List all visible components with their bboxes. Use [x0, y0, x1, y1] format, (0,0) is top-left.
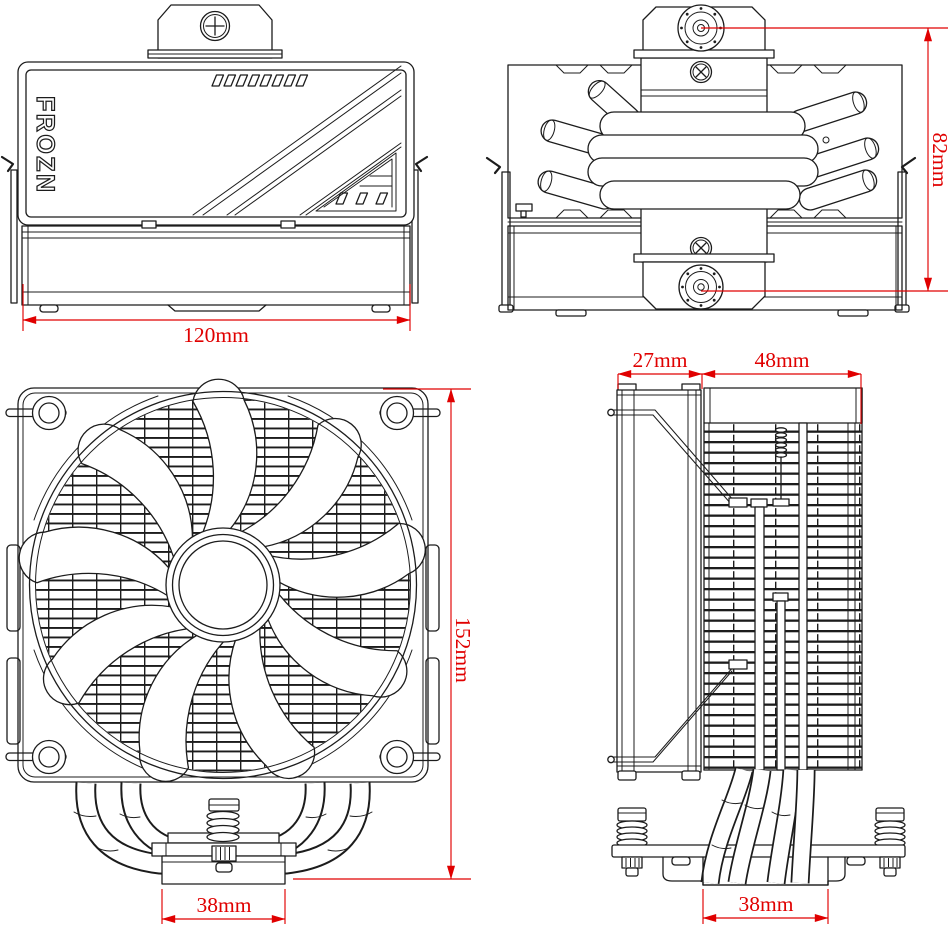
fan-top-body: FROZN: [17, 61, 415, 226]
fan-hub: [165, 527, 281, 643]
pipe-channel: [776, 600, 786, 771]
base-block-side: [702, 856, 829, 886]
base-support: [662, 856, 866, 886]
dimension-120mm: 120mm: [22, 284, 411, 347]
bracket-nut-right: [879, 856, 901, 877]
mounting-bar: [611, 844, 906, 858]
body-tab: [280, 220, 296, 229]
side-view: 27mm 48mm 38mm: [607, 348, 906, 924]
front-view: 152mm 38mm: [5, 367, 475, 924]
frozn-logo: FROZN: [31, 96, 59, 195]
dimension-82mm: 82mm: [701, 27, 951, 292]
heatsink-fin-stack: [703, 387, 863, 771]
fan-clip-bottom: [607, 659, 748, 764]
fan-bore-ring: [28, 390, 418, 780]
dimension-label-heatsink-depth: 48mm: [755, 348, 810, 372]
dimension-label-base-width: 38mm: [197, 893, 252, 917]
dimension-label-base-width: 38mm: [739, 892, 794, 916]
pipe-channel-cap: [750, 498, 768, 508]
top-view: FROZN 120mm: [0, 4, 429, 347]
plate-stub: [520, 210, 527, 218]
phillips-screw-icon: [689, 60, 713, 84]
dimension-48mm: 48mm: [701, 348, 862, 424]
plate-stub: [515, 203, 533, 212]
mounting-bracket-bottom: [633, 253, 775, 310]
body-tab: [141, 220, 157, 229]
pipe-segment-marks: [73, 811, 373, 852]
dimension-label-width: 120mm: [183, 323, 249, 347]
phillips-screw-icon: [689, 236, 713, 260]
pipe-channel: [798, 422, 808, 771]
dimension-label-fan-depth: 27mm: [633, 348, 688, 372]
cooler-base: [151, 798, 297, 885]
heatsink-top-block: [21, 225, 411, 313]
phillips-screw-icon: [199, 10, 231, 42]
bracket-nut-left: [621, 856, 643, 877]
fan-clip-left: [485, 156, 514, 313]
spring-screw: [206, 798, 240, 843]
fan-clip-right: [411, 155, 429, 304]
fan-clip-left: [0, 155, 18, 304]
pipe-channel: [754, 506, 765, 771]
mounting-bracket-top: [147, 4, 283, 59]
spring-screw-left: [616, 807, 648, 848]
fan-corner-screws: [31, 395, 415, 775]
dimension-152mm: 152mm: [293, 388, 475, 880]
dimension-38mm-side: 38mm: [702, 889, 829, 924]
heat-pipe-loops: [587, 111, 819, 210]
heat-pipes-side: [700, 767, 816, 885]
fan-clip-top: [607, 408, 748, 508]
dimension-label-height: 152mm: [451, 617, 475, 683]
fan-clip-right: [894, 156, 917, 313]
base-screw-nut: [211, 845, 237, 873]
fan-side-tabs: [6, 544, 440, 745]
heatsink-top-plate: [703, 387, 863, 424]
fan-bore-ring-inner: [35, 397, 411, 773]
dimension-38mm-front: 38mm: [161, 889, 286, 924]
diagonal-stripe-decoration: [192, 65, 402, 216]
spring-screw-right: [874, 807, 906, 848]
pipe-segment-marks: [711, 799, 791, 850]
rear-view: 82mm: [485, 4, 951, 317]
dimension-27mm: 27mm: [617, 348, 703, 389]
dimension-label-height: 82mm: [928, 133, 951, 188]
mount-screw-spring: [772, 427, 790, 507]
spring-screw-bottom-icon: [678, 264, 724, 310]
pipe-channel-cap: [772, 592, 789, 602]
mounting-bracket-top: [633, 4, 775, 59]
